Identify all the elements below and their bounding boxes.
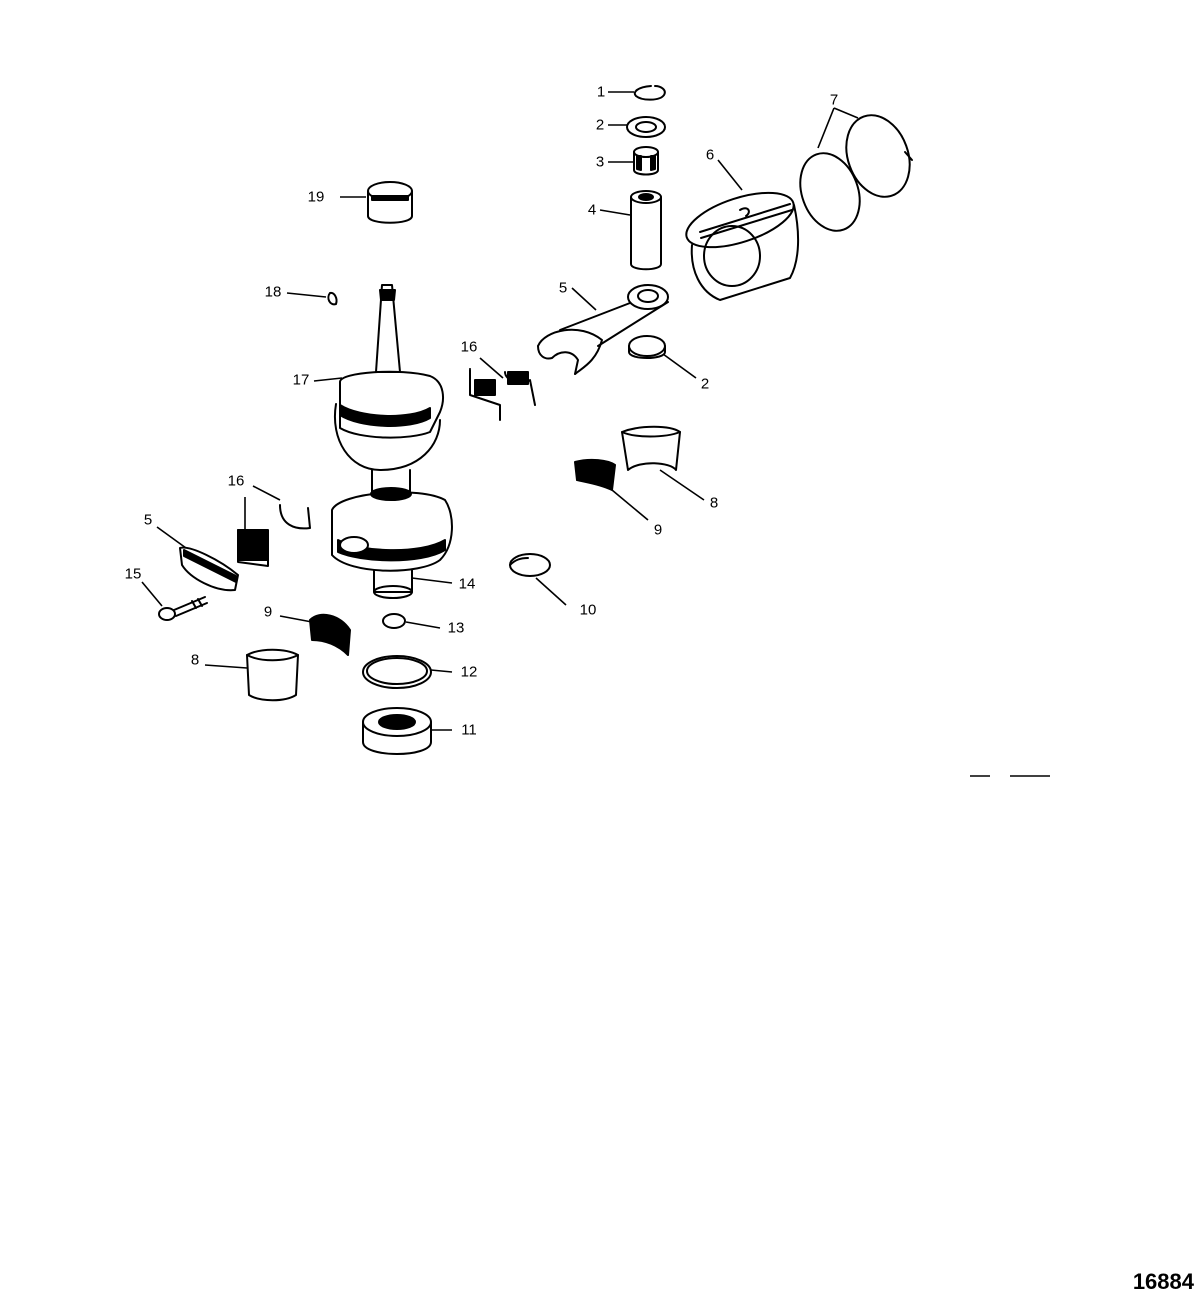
oil-seal-part	[362, 707, 432, 755]
callout-13: 13	[448, 620, 465, 637]
callout-11: 11	[461, 722, 477, 739]
callout-4: 4	[588, 202, 596, 219]
leader-lines	[141, 91, 859, 731]
callout-9: 9	[654, 522, 662, 539]
o-ring-part	[382, 613, 406, 629]
callout-19: 19	[308, 189, 325, 206]
o-ring-large-part	[362, 655, 432, 689]
callout-8b: 8	[191, 652, 199, 669]
callout-2b: 2	[701, 376, 709, 393]
callout-16: 16	[461, 339, 478, 356]
callout-6: 6	[706, 147, 714, 164]
callout-17: 17	[293, 372, 310, 389]
rod-bolt-part	[158, 596, 208, 621]
needle-bearing-half-part	[309, 613, 351, 656]
bearing-race-lower-part	[246, 648, 299, 702]
callout-9b: 9	[264, 604, 272, 621]
bearing-cage-half-part	[574, 458, 616, 491]
callout-5b: 5	[144, 512, 152, 529]
bearing-cage-lower-part	[237, 504, 311, 567]
callout-10: 10	[580, 602, 597, 619]
callout-3: 3	[596, 154, 604, 171]
callout-7: 7	[830, 92, 838, 109]
woodruff-key-part	[327, 291, 338, 306]
connecting-rod-part	[537, 284, 669, 375]
callout-2: 2	[596, 117, 604, 134]
bearing-race-part	[621, 425, 681, 471]
callout-12: 12	[461, 664, 478, 681]
callout-18: 18	[265, 284, 282, 301]
upper-bearing-part	[367, 181, 413, 224]
piston-part	[685, 191, 800, 301]
rod-cap-part	[179, 546, 239, 592]
callout-labels: 1 2 3 4 5 6 7 2 16 17 18 19 8 9 16 5 15 …	[125, 84, 839, 739]
piston-pin-part	[630, 190, 662, 271]
retaining-ring-2-part	[509, 553, 551, 577]
callout-15: 15	[125, 566, 142, 583]
crankshaft-part	[331, 284, 453, 599]
needle-bearing-part	[633, 146, 659, 176]
bearing-cage-part	[469, 369, 536, 421]
callout-14: 14	[459, 576, 476, 593]
figure-number: 16884	[1132, 1269, 1194, 1294]
washer-part	[626, 116, 666, 138]
callout-16b: 16	[228, 473, 245, 490]
callout-1: 1	[597, 84, 605, 101]
piston-rings-part	[799, 114, 913, 232]
washer-lower-part	[628, 335, 666, 359]
callout-8: 8	[710, 495, 718, 512]
retaining-ring-part	[633, 85, 666, 101]
callout-5: 5	[559, 280, 567, 297]
